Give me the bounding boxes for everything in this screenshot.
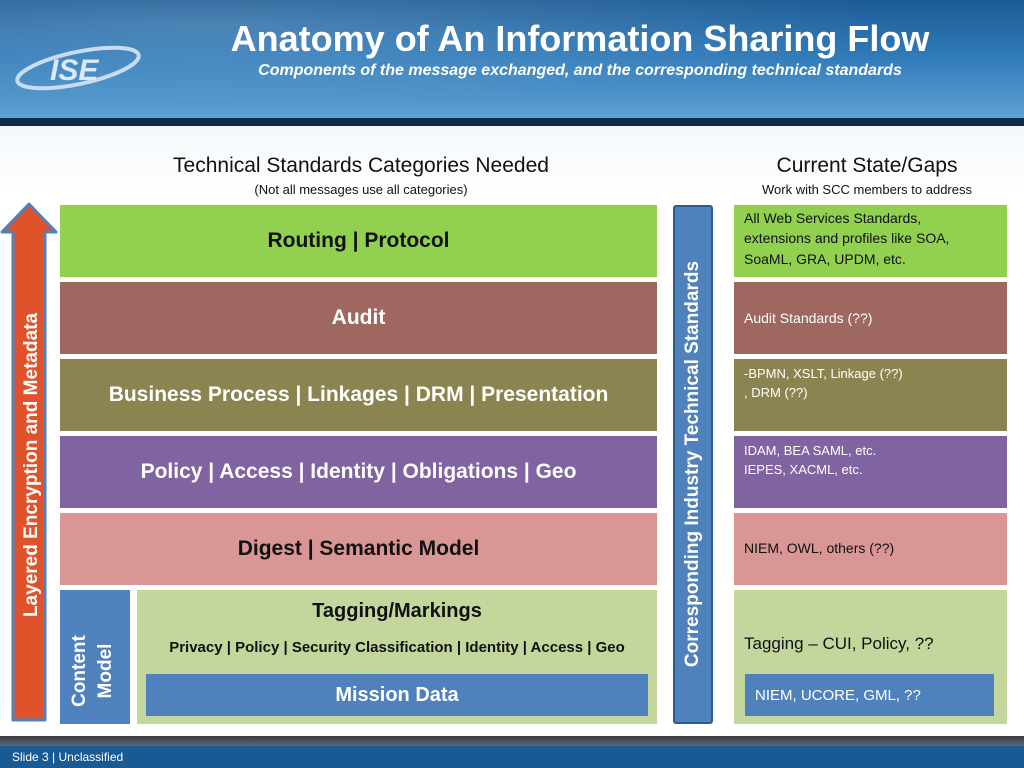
gap-line: NIEM, OWL, others (??): [744, 540, 895, 556]
mission-data-box: Mission Data: [146, 674, 648, 716]
gap-line: extensions and profiles like SOA,: [744, 230, 950, 247]
classification: Unclassified: [58, 750, 124, 764]
gap-line: IDAM, BEA SAML, etc.: [744, 443, 877, 458]
gap-digest: NIEM, OWL, others (??): [734, 513, 1007, 585]
tagging-detail: Privacy | Policy | Security Classificati…: [169, 639, 625, 656]
layer-label: Policy | Access | Identity | Obligations…: [140, 460, 577, 483]
content-model-line: Content: [69, 635, 90, 707]
layer-audit: Audit: [60, 282, 657, 354]
gap-business-process: -BPMN, XSLT, Linkage (??) , DRM (??): [734, 359, 1007, 431]
layer-label: Business Process | Linkages | DRM | Pres…: [108, 383, 609, 406]
layer-digest-semantic: Digest | Semantic Model: [60, 513, 657, 585]
gap-mission-label: NIEM, UCORE, GML, ??: [755, 686, 921, 704]
slide-number: Slide 3: [12, 750, 49, 764]
header-divider: [0, 118, 1024, 126]
footer-divider: [0, 736, 1024, 746]
ise-logo-icon: ISE: [15, 45, 141, 91]
layer-routing-protocol: Routing | Protocol: [60, 205, 657, 277]
gap-routing: All Web Services Standards, extensions a…: [734, 205, 1007, 277]
slide-title: Anatomy of An Information Sharing Flow: [230, 18, 930, 59]
svg-text:ISE: ISE: [50, 54, 99, 87]
footer-text: Slide 3 | Unclassified: [12, 750, 123, 764]
content-model-label: Content Model: [67, 611, 123, 731]
content-model-line: Model: [95, 643, 116, 699]
mission-data-label: Mission Data: [335, 683, 459, 706]
gap-mission-data: NIEM, UCORE, GML, ??: [745, 674, 994, 716]
footer-background: [0, 746, 1024, 768]
right-section-title: Current State/Gaps: [776, 154, 958, 177]
tagging-title: Tagging/Markings: [312, 600, 482, 622]
arrow-label: Layered Encryption and Metadata: [21, 312, 42, 618]
layer-label: Audit: [331, 306, 386, 329]
header-background: [0, 0, 1024, 120]
gap-line: , DRM (??): [744, 384, 808, 400]
content-model-box: [60, 590, 130, 724]
gap-line: All Web Services Standards,: [744, 210, 922, 226]
slide-subtitle: Components of the message exchanged, and…: [258, 62, 902, 79]
header-glow: [0, 0, 1024, 120]
left-section-note: (Not all messages use all categories): [254, 182, 468, 197]
standards-bar-label: Corresponding Industry Technical Standar…: [682, 260, 703, 668]
standards-bar: [673, 205, 713, 724]
gap-line: IEPES, XACML, etc.: [744, 461, 863, 477]
gap-line: SoaML, GRA, UPDM, etc.: [744, 250, 906, 267]
layer-business-process: Business Process | Linkages | DRM | Pres…: [60, 359, 657, 431]
gap-policy: IDAM, BEA SAML, etc. IEPES, XACML, etc.: [734, 436, 1007, 508]
gap-line: Tagging – CUI, Policy, ??: [744, 634, 934, 653]
right-section-note: Work with SCC members to address: [762, 182, 972, 197]
layer-policy-access: Policy | Access | Identity | Obligations…: [60, 436, 657, 508]
up-arrow-icon: [0, 202, 58, 722]
section-background: [0, 126, 1024, 196]
gap-line: -BPMN, XSLT, Linkage (??): [744, 366, 903, 381]
layer-label: Digest | Semantic Model: [237, 537, 480, 560]
layer-label: Routing | Protocol: [267, 229, 450, 252]
gap-line: Audit Standards (??): [744, 310, 873, 326]
footer-separator: |: [48, 750, 59, 764]
gap-audit: Audit Standards (??): [734, 282, 1007, 354]
left-section-title: Technical Standards Categories Needed: [173, 154, 549, 177]
